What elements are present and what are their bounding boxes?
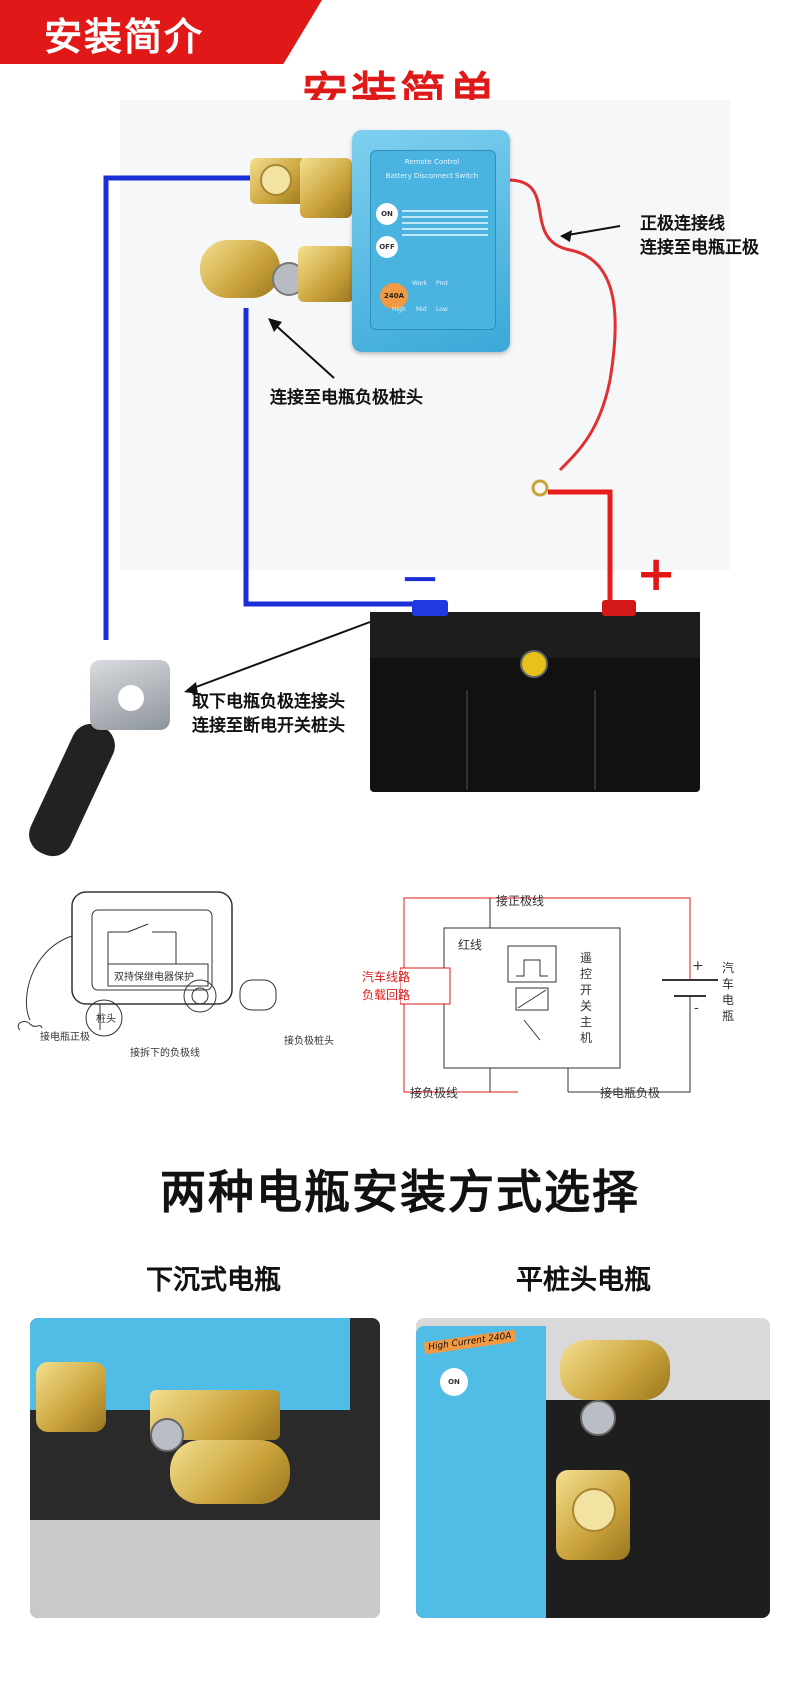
blue-wire-inner (243, 308, 418, 607)
plus-sign: + (636, 546, 677, 602)
schematic-minus: - (694, 1000, 699, 1016)
positive-wire-line2: 连接至电瓶正极 (640, 238, 759, 258)
on-button[interactable]: ON (376, 203, 398, 225)
negative-post-label: 连接至电瓶负极桩头 (270, 388, 423, 408)
section-banner (0, 0, 322, 64)
removed-negative-label: 接拆下的负极线 (130, 1048, 200, 1059)
terminal-body-bottom (298, 246, 354, 302)
arrow-negative-post (271, 321, 335, 379)
indicator-high: High (392, 306, 406, 313)
battery-rib-1 (466, 690, 468, 790)
device-name-line1: Remote Control (404, 158, 460, 166)
arrow-remove-negative (187, 621, 371, 691)
positive-wire-label: 正极连接线 连接至电瓶正极 (640, 212, 759, 260)
relay-label: 双持保继电器保护 (114, 972, 194, 983)
option2-title: 平桩头电瓶 (516, 1265, 651, 1296)
negative-terminal (412, 600, 448, 616)
option2-on-button: ON (440, 1368, 468, 1396)
blue-wire-outer (103, 175, 258, 640)
indicator-work: Work (412, 280, 428, 287)
feature-list-lines (402, 206, 488, 242)
option1-brass-post (36, 1362, 106, 1432)
option1-battery-case (30, 1520, 380, 1618)
red-wire-label: 红线 (458, 938, 483, 952)
positive-signal-cable (507, 178, 617, 472)
options-title: 两种电瓶安装方式选择 (160, 1165, 640, 1219)
option2-terminal-cap-icon (572, 1488, 616, 1532)
connect-negative-wire-label: 接负极线 (410, 1086, 459, 1100)
minus-sign: － (400, 558, 440, 604)
terminal-body-top (300, 158, 352, 218)
schematic-plus: + (692, 958, 704, 974)
indicator-prot: Prot (436, 280, 448, 287)
off-button[interactable]: OFF (376, 236, 398, 258)
indicator-low: Low (436, 306, 448, 313)
section-label: 安装简介 (44, 15, 205, 59)
option1-nut-icon (150, 1418, 184, 1452)
connect-positive-label: 接正极线 (496, 894, 545, 908)
positive-terminal (602, 600, 636, 616)
remove-negative-line1: 取下电瓶负极连接头 (192, 692, 345, 712)
to-negative-post-label: 接负极桩头 (284, 1036, 334, 1047)
indicator-mid: Mid (416, 306, 427, 313)
device-name-line2: Battery Disconnect Switch (385, 172, 479, 180)
load-loop-line1: 汽车线路 (362, 970, 411, 984)
load-loop-line2: 负载回路 (362, 988, 411, 1002)
car-battery-label: 汽车电瓶 (722, 961, 735, 1023)
current-rating-badge: 240A (380, 283, 408, 309)
terminal-cap-icon (260, 164, 292, 196)
option2-clamp (560, 1340, 670, 1400)
option2-nut-icon (580, 1400, 616, 1436)
clamp-hole (118, 685, 144, 711)
to-positive-label: 接电瓶正极 (40, 1032, 90, 1043)
option1-clamp (170, 1440, 290, 1504)
wiring-diagram (103, 175, 621, 694)
remote-switch-label: 遥控开关主机 (580, 951, 593, 1045)
remove-negative-line2: 连接至断电开关桩头 (192, 716, 345, 736)
post-label: 桩头 (96, 1014, 116, 1025)
positive-wire-line1: 正极连接线 (640, 214, 725, 234)
arrow-positive (561, 225, 621, 237)
connect-battery-negative-label: 接电瓶负极 (600, 1086, 661, 1100)
battery-clamp-brass (200, 240, 280, 298)
battery-vent-cap (520, 650, 548, 678)
connection-diagram (17, 891, 277, 1037)
option2-device (416, 1326, 546, 1618)
red-wire (548, 489, 613, 604)
remove-negative-label: 取下电瓶负极连接头 连接至断电开关桩头 (192, 690, 345, 738)
option1-title: 下沉式电瓶 (146, 1265, 281, 1296)
battery-rib-2 (594, 690, 596, 790)
rating-value: 240A (383, 292, 405, 300)
schematic-diagram (400, 897, 718, 1093)
